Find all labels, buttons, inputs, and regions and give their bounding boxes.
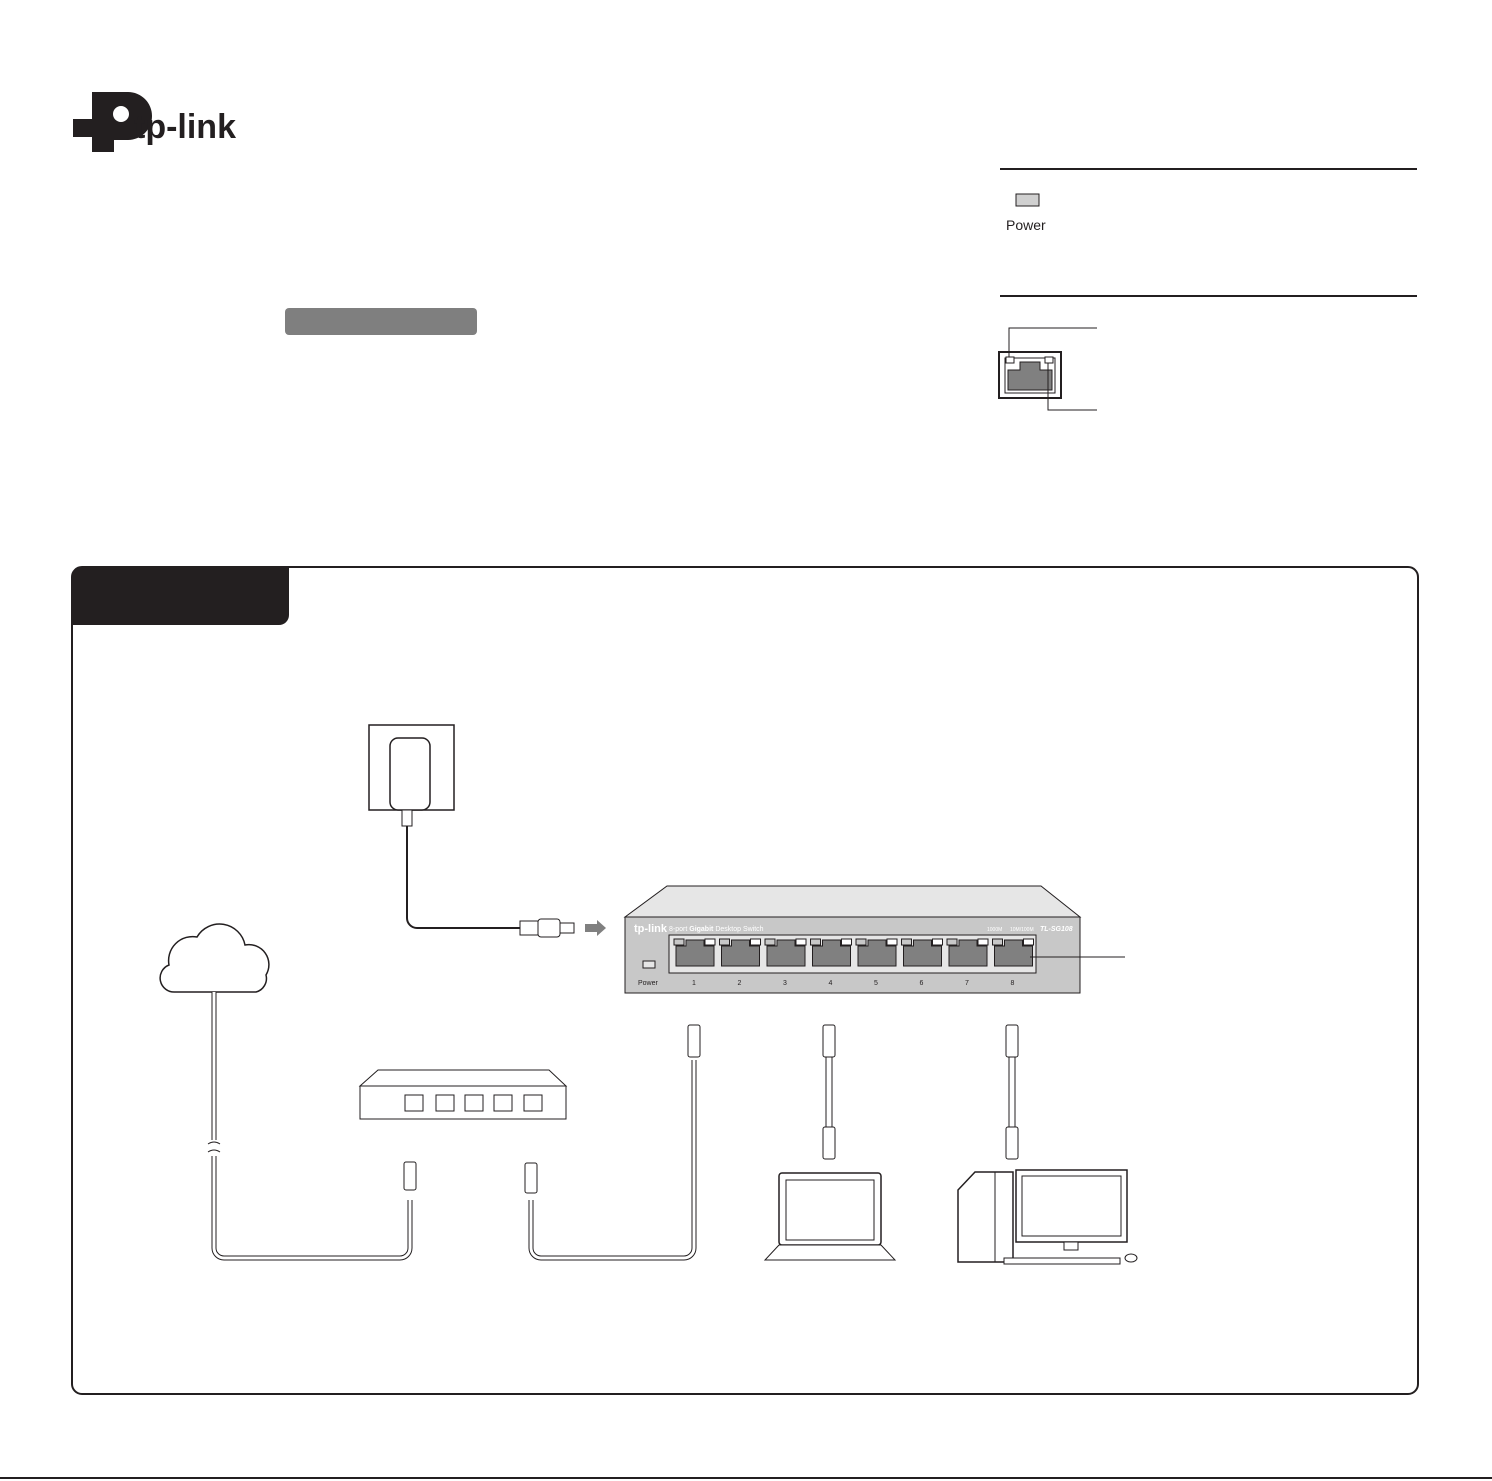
- switch-port-5: 5: [855, 938, 898, 987]
- logo-text: tp-link: [134, 108, 236, 146]
- desktop-computer-icon: [957, 1169, 1138, 1265]
- speed-1000-label: 1000M: [987, 927, 1002, 933]
- ethernet-cable: [1005, 1024, 1019, 1160]
- laptop-icon: [763, 1172, 897, 1261]
- speed-10-100-label: 10M/100M: [1010, 927, 1034, 933]
- port-number-label: 6: [920, 980, 924, 987]
- switch-device: tp-link 8-port Gigabit Desktop Switch 10…: [623, 885, 1125, 994]
- port-number-label: 7: [965, 980, 969, 987]
- router-device: [358, 1069, 568, 1120]
- tp-link-logo: tp-link: [73, 92, 236, 152]
- gray-label-bar: [285, 308, 477, 335]
- switch-port-6: 6: [901, 938, 943, 987]
- switch-port-7: 7: [946, 938, 989, 987]
- port-number-label: 2: [738, 980, 742, 987]
- port-number-label: 5: [874, 980, 878, 987]
- switch-port-3: 3: [764, 938, 807, 987]
- power-adapter-icon: [368, 724, 606, 938]
- port-led-icon: [998, 327, 1097, 411]
- power-led-label: Power: [1006, 217, 1046, 233]
- switch-port-2: 2: [719, 938, 761, 987]
- section-tab: [72, 567, 289, 625]
- port-number-label: 3: [783, 980, 787, 987]
- switch-power-led: [642, 960, 656, 969]
- switch-port-4: 4: [810, 938, 852, 987]
- ethernet-cable: [822, 1024, 836, 1160]
- model-label: TL-SG108: [1040, 926, 1073, 933]
- switch-brand: tp-link: [634, 923, 668, 935]
- switch-port-1: 1: [673, 938, 716, 987]
- port-number-label: 8: [1011, 980, 1015, 987]
- switch-port-8: 8: [992, 938, 1034, 987]
- port-number-label: 4: [829, 980, 833, 987]
- ethernet-cable: [524, 1024, 701, 1261]
- switch-power-label: Power: [638, 980, 659, 987]
- internet-cloud-icon: [159, 923, 417, 1261]
- arrow-icon: [585, 920, 606, 936]
- port-number-label: 1: [692, 980, 696, 987]
- power-led-icon: [1015, 193, 1040, 207]
- switch-description: 8-port Gigabit Desktop Switch: [669, 926, 764, 933]
